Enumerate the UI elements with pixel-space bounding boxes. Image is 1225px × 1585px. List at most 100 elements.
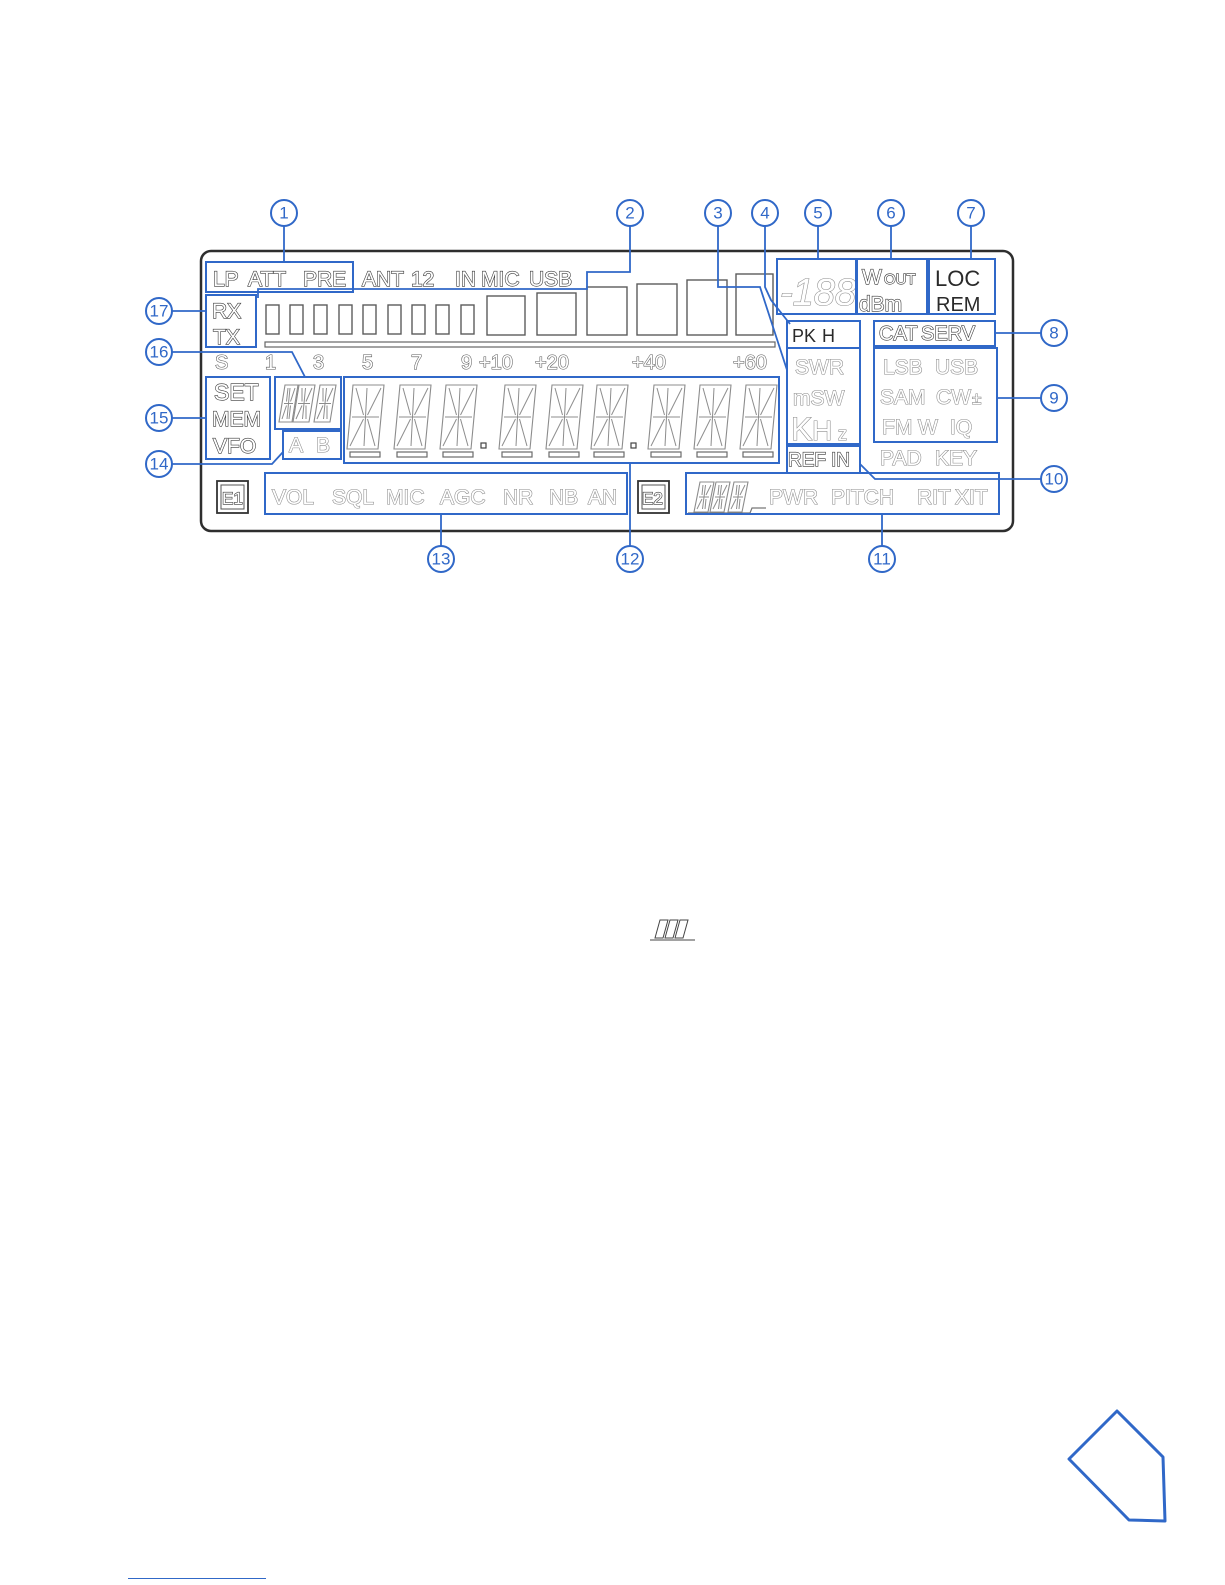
dbm-label: dBm: [859, 293, 902, 316]
memory-channel-digits: [279, 385, 336, 422]
digit-underline: [549, 452, 579, 457]
knob-an: AN: [588, 486, 617, 509]
swr-label: SWR: [795, 356, 844, 379]
digit-underline: [743, 452, 773, 457]
knob-nr: NR: [503, 486, 533, 509]
callout-6: 6: [886, 204, 895, 223]
frequency-digit: [499, 385, 536, 449]
digit-underline: [397, 452, 427, 457]
vfo-a-label: A: [289, 434, 303, 457]
khz-h: H: [812, 415, 832, 446]
ant-label: ANT: [362, 268, 404, 291]
digit-underline: [502, 452, 532, 457]
callout-5: 5: [813, 204, 822, 223]
callout-14: 14: [150, 455, 169, 474]
mode-cw: CW: [936, 386, 971, 409]
digit-underline: [350, 452, 380, 457]
stray-glyph-outline: [650, 920, 695, 940]
frequency-digit: [546, 385, 583, 449]
xit-label: XIT: [955, 486, 988, 509]
scale-5: 5: [362, 352, 373, 374]
pk-label: PK: [792, 326, 816, 346]
s-meter-bar: [461, 305, 474, 334]
key-label: KEY: [935, 447, 977, 470]
s-meter-bar: [388, 305, 401, 334]
s-meter-bar: [290, 305, 303, 334]
in-label: IN: [455, 268, 476, 291]
frequency-digit: [648, 385, 685, 449]
tx-label: TX: [213, 326, 240, 349]
vfo-b-label: B: [316, 434, 330, 457]
knob-agc: AGC: [440, 486, 486, 509]
next-page-arrow-icon[interactable]: [1069, 1411, 1165, 1521]
mode-w: W: [918, 416, 938, 439]
ant-number: 12: [411, 268, 434, 291]
rit-label: RIT: [917, 486, 951, 509]
mode-sam: SAM: [880, 386, 926, 409]
frequency-digit: [591, 385, 628, 449]
s-meter-bar: [587, 287, 627, 335]
scale-7: 7: [411, 352, 422, 374]
callout-10: 10: [1045, 470, 1064, 489]
scale-plus60: +60: [733, 352, 767, 374]
e1-label: E1: [222, 489, 243, 508]
callout-17: 17: [150, 302, 169, 321]
level-digits: -188: [780, 272, 856, 314]
callout-15: 15: [150, 409, 169, 428]
callout-4: 4: [760, 204, 769, 223]
pad-label: PAD: [880, 447, 922, 470]
s-meter-bar: [314, 305, 327, 334]
callout-16: 16: [150, 343, 169, 362]
rx-label: RX: [212, 300, 241, 323]
rem-label[interactable]: REM: [936, 294, 980, 316]
s-meter-bar: [266, 305, 279, 334]
frequency-digit: [740, 385, 777, 449]
callout-12: 12: [621, 550, 640, 569]
mem-label: MEM: [212, 408, 261, 431]
s-meter-bar: [436, 305, 449, 334]
digit-underline: [651, 452, 681, 457]
footer-link-underline[interactable]: [128, 1578, 266, 1579]
s-meter-bar: [537, 293, 576, 335]
vfo-label: VFO: [213, 435, 256, 458]
set-label: SET: [214, 379, 259, 405]
wout-out: OUT: [884, 271, 916, 288]
khz-k: K: [791, 411, 812, 447]
pitch-label: PITCH: [831, 486, 894, 509]
msw-label: mSW: [793, 387, 845, 410]
callout-7: 7: [966, 204, 975, 223]
loc-label[interactable]: LOC: [935, 266, 980, 291]
frequency-digit: [694, 385, 731, 449]
ref-label: REF: [788, 450, 826, 471]
callout-1: 1: [279, 204, 288, 223]
pwr-label: PWR: [769, 486, 818, 509]
khz-z: z: [838, 424, 847, 444]
lp-att-pre-group: LP ATT PRE: [213, 268, 346, 291]
callout-3: 3: [713, 204, 722, 223]
callout-2: 2: [625, 204, 634, 223]
cat-label: CAT: [879, 323, 918, 345]
s-meter-bar: [339, 305, 352, 334]
s-meter-bar: [687, 280, 727, 335]
scale-3: 3: [313, 352, 324, 374]
usb-audio-label: USB: [529, 268, 572, 291]
decimal-point: [631, 443, 636, 448]
knob-vol: VOL: [272, 486, 314, 509]
wout-w: W: [862, 266, 882, 289]
knob-nb: NB: [549, 486, 578, 509]
frequency-digits: [347, 385, 777, 457]
mode-fm: FM: [882, 416, 912, 439]
s-meter-bar: [487, 296, 525, 335]
mic-label: MIC: [481, 268, 520, 291]
lp-label: LP: [213, 268, 239, 291]
s-meter-bar: [637, 284, 677, 335]
scale-9: 9: [461, 352, 472, 374]
callout-9: 9: [1049, 389, 1058, 408]
mode-usb: USB: [935, 356, 978, 379]
mode-iq: IQ: [950, 416, 972, 439]
knob-sql: SQL: [332, 486, 374, 509]
callout-8: 8: [1049, 324, 1058, 343]
s-meter-baseline: [265, 342, 775, 347]
frequency-digit: [440, 385, 477, 449]
